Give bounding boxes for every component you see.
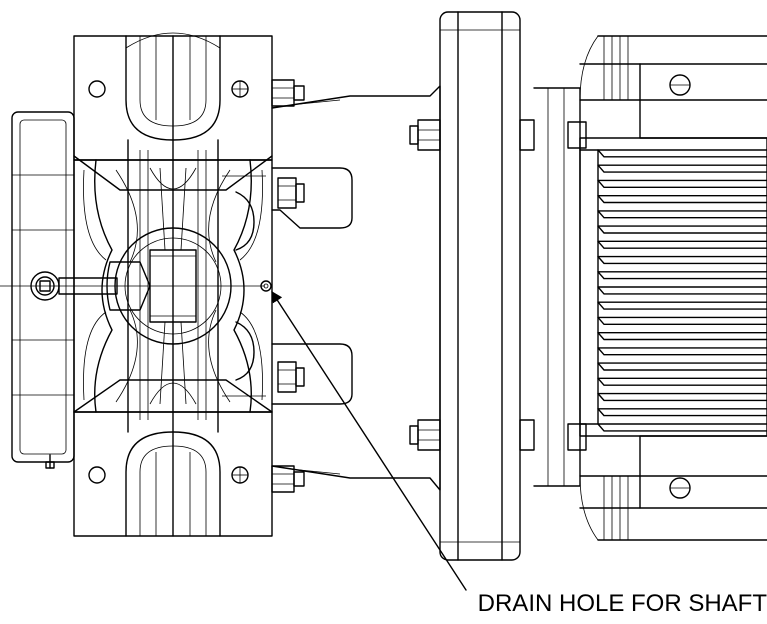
cooling-fin [597, 301, 767, 310]
cooling-fin [597, 195, 767, 204]
cooling-fin [597, 408, 767, 417]
motor-bracket [271, 85, 441, 491]
cooling-fin [597, 255, 767, 265]
body-bolts [271, 79, 305, 493]
cooling-fins [597, 149, 767, 432]
cooling-fin [597, 240, 767, 249]
cooling-fin [597, 316, 767, 325]
cooling-fin [597, 362, 767, 371]
cooling-fin [597, 392, 767, 402]
cooling-fin [597, 210, 767, 219]
cooling-fin [597, 225, 767, 234]
cooling-fin [597, 271, 767, 280]
drain-hole-leader [271, 291, 467, 591]
cooling-fin [597, 149, 767, 158]
cooling-fin [597, 164, 767, 173]
motor-housing [533, 35, 767, 541]
left-cover-plate [11, 111, 75, 469]
motor-flange [409, 11, 535, 561]
cooling-fin [597, 179, 767, 188]
cooling-fin [597, 286, 767, 295]
drain-plug [0, 271, 265, 301]
cooling-fin [597, 423, 767, 432]
cooling-fin [597, 377, 767, 386]
drain-hole-callout-label: DRAIN HOLE FOR SHAFT [477, 590, 767, 617]
pump-body [73, 32, 273, 537]
cooling-fin [597, 347, 767, 356]
cooling-fin [597, 332, 767, 341]
